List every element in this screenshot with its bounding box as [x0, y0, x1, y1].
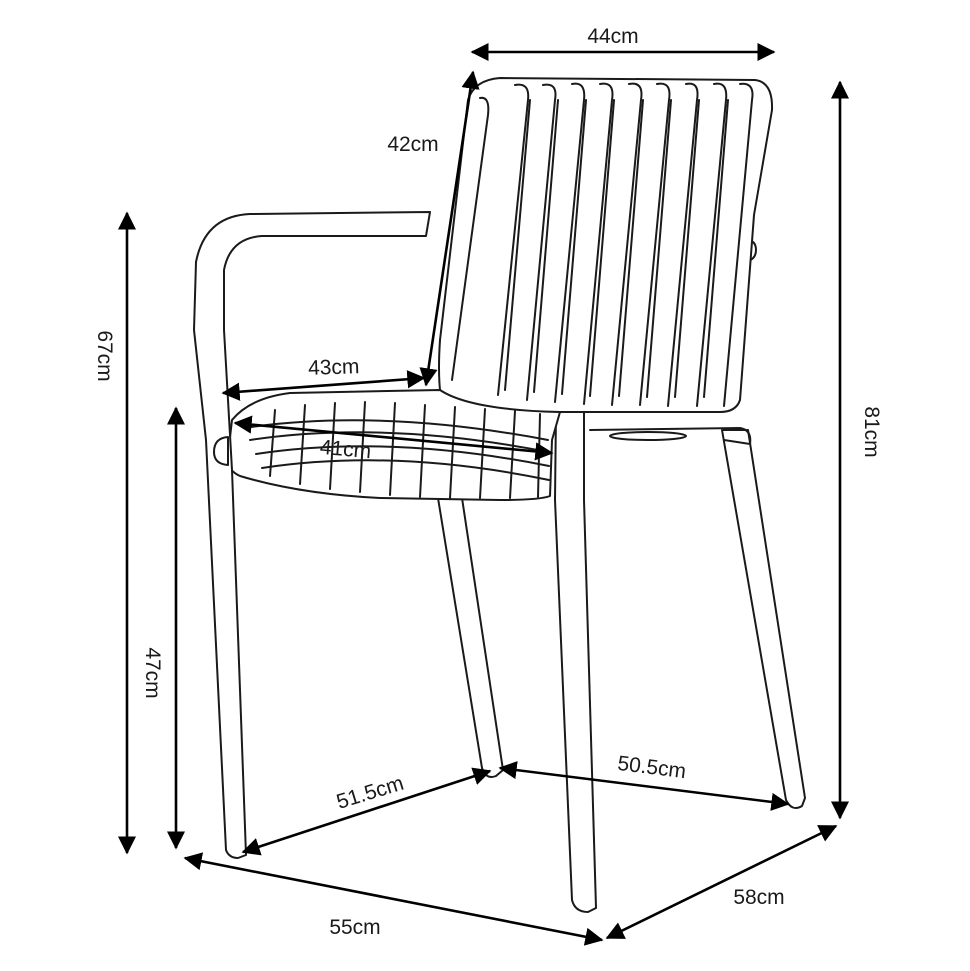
dim-arrow-back-height [419, 70, 480, 387]
label-leg-span-side: 50.5cm [616, 752, 687, 783]
left-frame [193, 211, 431, 859]
dim-arrow-leg-span-front [241, 767, 492, 856]
chair-illustration [193, 77, 806, 913]
label-seat-width: 41cm [319, 436, 372, 463]
dimension-lines [117, 42, 850, 946]
label-leg-span-front: 51.5cm [334, 772, 407, 814]
dim-arrow-overall-depth [605, 824, 838, 940]
label-overall-depth: 58cm [733, 886, 784, 909]
label-seat-height: 47cm [141, 647, 164, 698]
dim-arrow-leg-span-side [498, 761, 790, 811]
label-back-height: 42cm [387, 133, 438, 156]
dim-arrow-seat-depth [221, 370, 426, 401]
label-seat-depth: 43cm [308, 355, 360, 380]
dim-arrow-seat-width [233, 415, 554, 461]
label-overall-width: 55cm [329, 916, 380, 939]
backrest-slats [497, 82, 754, 407]
label-arm-height: 67cm [93, 330, 116, 381]
label-total-height: 81cm [860, 406, 883, 457]
label-back-width: 44cm [587, 25, 638, 48]
backrest [438, 77, 774, 413]
dim-arrow-overall-width [183, 852, 604, 946]
